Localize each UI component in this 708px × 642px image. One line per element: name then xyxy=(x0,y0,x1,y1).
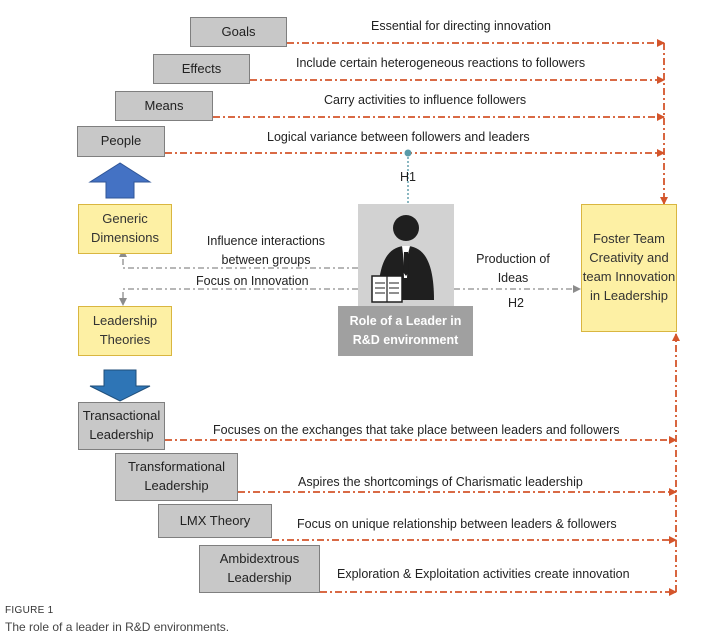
lmx-description: Focus on unique relationship between lea… xyxy=(297,517,617,531)
transformational-box: Transformational Leadership xyxy=(115,453,238,501)
ambidextrous-description: Exploration & Exploitation activities cr… xyxy=(337,567,630,581)
people-description: Logical variance between followers and l… xyxy=(267,130,530,144)
h1-node xyxy=(404,149,412,157)
focus-innovation-connector xyxy=(119,288,358,306)
outcome-label: Foster Team Creativity and team Innovati… xyxy=(582,231,676,303)
outcome-box: Foster Team Creativity and team Innovati… xyxy=(581,204,677,332)
lmx-box-label: LMX Theory xyxy=(179,512,251,528)
generic-dimensions-label: Generic Dimensions xyxy=(91,211,159,245)
figure-caption: The role of a leader in R&D environments… xyxy=(5,620,230,634)
up-arrow-icon xyxy=(88,162,152,199)
leader-caption: Role of a Leader in R&D environment xyxy=(338,306,473,356)
transactional-description: Focuses on the exchanges that take place… xyxy=(213,423,620,437)
goals-box-label: Goals xyxy=(221,23,256,39)
ambidextrous-box: Ambidextrous Leadership xyxy=(199,545,320,593)
effects-description: Include certain heterogeneous reactions … xyxy=(296,56,586,70)
effects-box-label: Effects xyxy=(181,60,222,76)
transformational-description: Aspires the shortcomings of Charismatic … xyxy=(298,475,583,489)
transactional-box-label: Transactional Leadership xyxy=(82,408,161,442)
effects-box: Effects xyxy=(153,54,250,84)
ambidextrous-box-label: Ambidextrous Leadership xyxy=(219,551,300,585)
h2-label: H2 xyxy=(508,296,524,310)
means-box-label: Means xyxy=(144,97,184,113)
means-description: Carry activities to influence followers xyxy=(324,93,527,107)
transactional-box: Transactional Leadership xyxy=(78,402,165,450)
leader-with-book-icon xyxy=(371,215,434,303)
goals-description: Essential for directing innovation xyxy=(371,19,551,33)
people-box-label: People xyxy=(100,133,142,149)
leader-caption-text: Role of a Leader in R&D environment xyxy=(349,314,462,347)
focus-innovation-label: Focus on Innovation xyxy=(196,274,309,288)
lmx-box: LMX Theory xyxy=(158,504,272,538)
people-box: People xyxy=(77,126,165,157)
generic-dimensions-box: Generic Dimensions xyxy=(78,204,172,254)
figure-number: FIGURE 1 xyxy=(5,605,54,616)
leadership-theories-label: Leadership Theories xyxy=(92,313,158,347)
goals-box: Goals xyxy=(190,17,287,47)
means-box: Means xyxy=(115,91,213,121)
leadership-theories-box: Leadership Theories xyxy=(78,306,172,356)
production-label: Production of Ideas xyxy=(476,252,550,285)
transformational-box-label: Transformational Leadership xyxy=(127,459,226,493)
h1-label: H1 xyxy=(400,170,416,184)
down-arrow-icon xyxy=(89,369,151,402)
influence-connector xyxy=(119,249,358,269)
influence-label: Influence interactions between groups xyxy=(206,234,326,267)
leader-panel xyxy=(358,204,454,308)
